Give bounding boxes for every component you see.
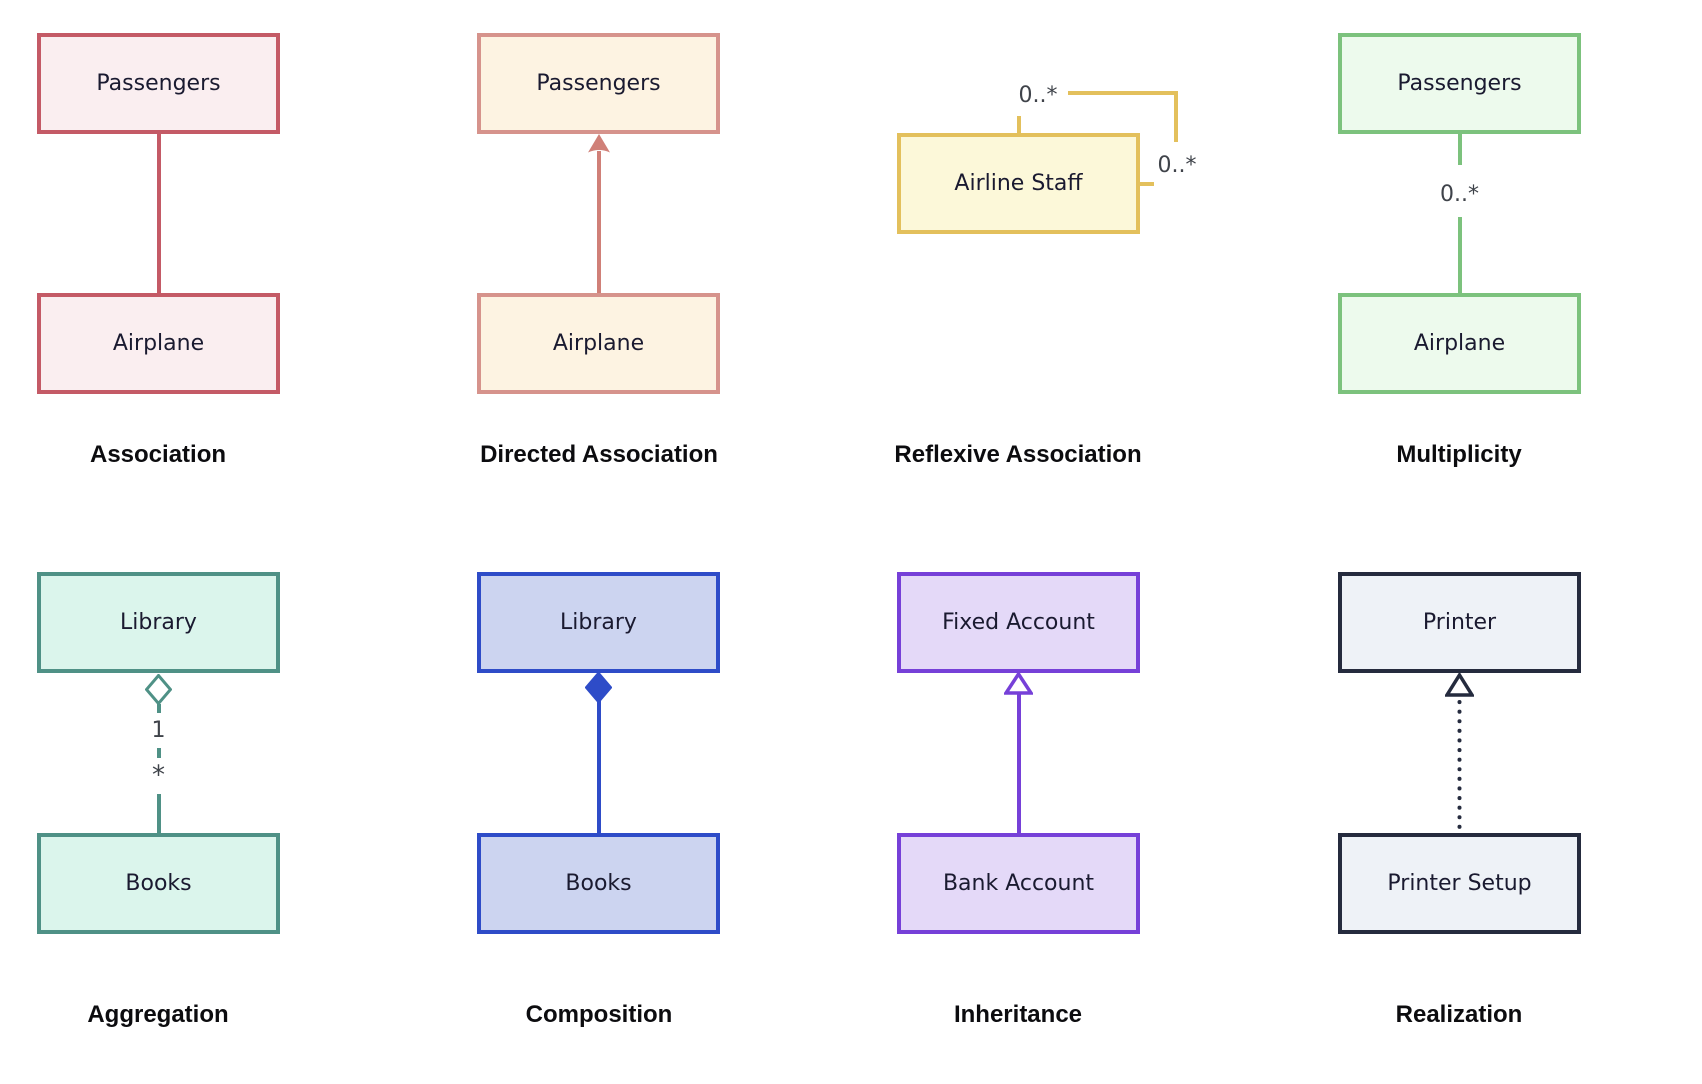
class-box-printer-setup: Printer Setup — [1338, 833, 1581, 934]
class-box-label: Printer Setup — [1387, 871, 1532, 896]
class-box-passengers: Passengers — [477, 33, 720, 134]
class-box-printer: Printer — [1338, 572, 1581, 673]
directed-association-line — [596, 151, 601, 293]
class-box-library: Library — [37, 572, 280, 673]
panel-caption: Aggregation — [87, 1001, 229, 1028]
class-box-label: Airplane — [552, 331, 645, 356]
class-box-label: Passengers — [536, 71, 661, 96]
panel-caption: Directed Association — [480, 441, 718, 468]
panel-caption: Realization — [1395, 1001, 1523, 1028]
class-box-label: Library — [120, 610, 197, 635]
class-box-fixed-account: Fixed Account — [897, 572, 1140, 673]
panel-caption: Multiplicity — [1396, 441, 1522, 468]
panel-caption: Composition — [525, 1001, 673, 1028]
aggregation-line-stub — [156, 704, 161, 713]
multiplicity-label: 0..* — [1015, 83, 1061, 109]
class-box-airline-staff: Airline Staff — [897, 133, 1140, 234]
class-box-label: Airline Staff — [954, 171, 1083, 196]
panel-caption: Inheritance — [953, 1001, 1083, 1028]
multiplicity-label: * — [149, 762, 168, 791]
dotted-line — [1457, 700, 1462, 835]
association-line-lower — [1457, 217, 1462, 293]
class-box-label: Books — [125, 871, 192, 896]
class-box-label: Books — [565, 871, 632, 896]
panel-caption: Reflexive Association — [894, 441, 1142, 468]
aggregation-line-dash — [156, 748, 161, 758]
class-box-bank-account: Bank Account — [897, 833, 1140, 934]
panel-caption: Association — [89, 441, 227, 468]
multiplicity-label: 1 — [148, 718, 169, 744]
class-box-label: Airplane — [1413, 331, 1506, 356]
reflexive-loop-right-segment — [1174, 91, 1178, 142]
class-box-label: Passengers — [96, 71, 221, 96]
class-box-airplane: Airplane — [477, 293, 720, 394]
hollow-diamond-icon — [145, 674, 172, 705]
class-box-label: Fixed Account — [942, 610, 1095, 635]
inheritance-line — [1016, 693, 1021, 833]
class-box-passengers: Passengers — [37, 33, 280, 134]
hollow-triangle-icon — [1445, 673, 1474, 697]
class-box-airplane: Airplane — [37, 293, 280, 394]
class-box-label: Airplane — [112, 331, 205, 356]
multiplicity-label: 0..* — [1437, 182, 1482, 208]
class-box-books: Books — [477, 833, 720, 934]
class-box-passengers: Passengers — [1338, 33, 1581, 134]
association-line-upper — [1457, 134, 1462, 165]
arrowhead-icon — [587, 134, 610, 153]
class-box-label: Passengers — [1397, 71, 1522, 96]
multiplicity-label: 0..* — [1154, 153, 1200, 179]
aggregation-line — [156, 794, 161, 833]
class-box-label: Bank Account — [942, 871, 1095, 896]
class-box-label: Library — [560, 610, 637, 635]
association-line — [156, 134, 161, 293]
composition-line — [596, 700, 601, 833]
reflexive-loop-stub-top — [1016, 116, 1021, 133]
class-box-label: Printer — [1422, 610, 1497, 635]
class-box-books: Books — [37, 833, 280, 934]
class-box-library: Library — [477, 572, 720, 673]
reflexive-loop-top-segment — [1068, 91, 1178, 95]
class-box-airplane: Airplane — [1338, 293, 1581, 394]
reflexive-loop-stub-right — [1140, 182, 1154, 186]
